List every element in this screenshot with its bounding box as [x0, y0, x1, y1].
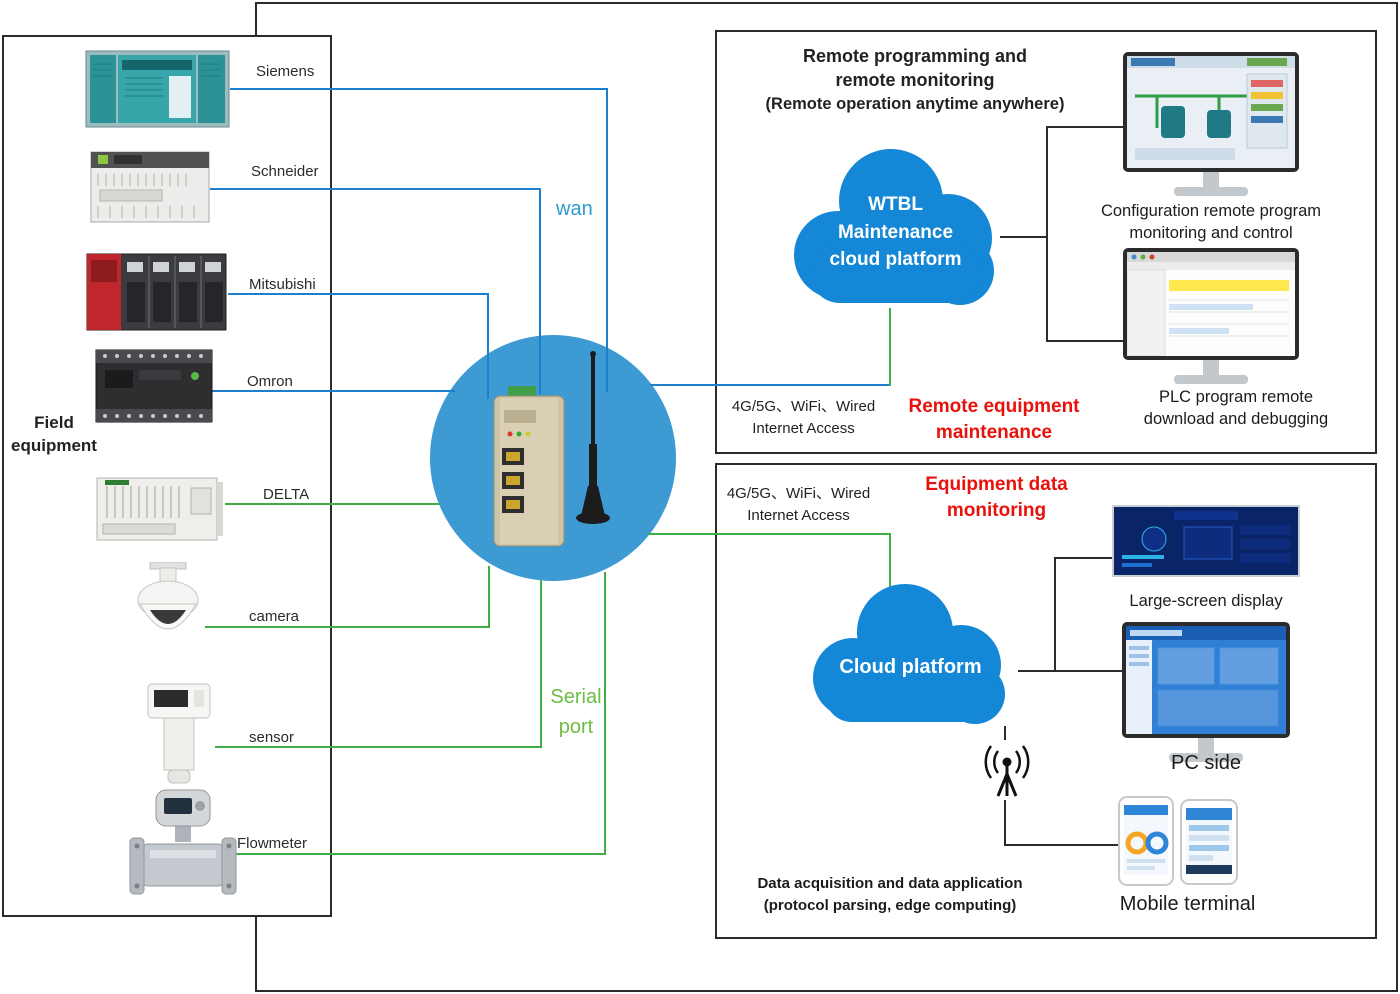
- remote-title-line2: remote monitoring: [835, 70, 995, 91]
- data-cloud-label: Cloud platform: [839, 656, 982, 678]
- serial-line-delta-h: [225, 503, 440, 505]
- wan-line-siemens-h: [230, 88, 608, 90]
- connector-wtbl-cloud-h: [1000, 236, 1048, 238]
- serial-line-flowmeter-h: [235, 853, 606, 855]
- data-cloud: Cloud platform: [798, 580, 1023, 732]
- device-delta: [95, 468, 225, 548]
- connector-data-cloud-h: [1018, 670, 1056, 672]
- monitor-configuration-caption: Configuration remote program monitoring …: [1100, 202, 1322, 243]
- field-equipment-title: Field equipment: [11, 413, 97, 455]
- pc-dashboard-screen: [1126, 626, 1286, 734]
- wan-line-omron-h: [212, 390, 455, 392]
- connector-monitor1-h: [1046, 126, 1124, 128]
- monitor-configuration-base: [1174, 187, 1248, 196]
- connector-antenna-mobile-h: [1004, 844, 1118, 846]
- remote-title-line3: (Remote operation anytime anywhere): [765, 94, 1065, 113]
- serial-line-sensor-v: [540, 580, 542, 748]
- serial-port-label: Serial port: [550, 686, 602, 738]
- data-access-label: 4G/5G、WiFi、Wired Internet Access: [726, 485, 871, 524]
- device-mitsubishi: [85, 248, 228, 336]
- wan-line-to-cloud: [650, 384, 890, 386]
- device-label-sensor: sensor: [249, 729, 295, 746]
- large-screen-display: [1112, 505, 1300, 577]
- remote-panel-title: Remote programming and remote monitoring…: [733, 44, 1097, 115]
- device-label-siemens: Siemens: [256, 63, 315, 80]
- wireless-antenna-icon: [978, 738, 1036, 802]
- device-label-mitsubishi: Mitsubishi: [249, 276, 316, 293]
- connector-cloud-antenna-v: [1004, 726, 1006, 740]
- remote-access-label: 4G/5G、WiFi、Wired Internet Access: [731, 398, 876, 437]
- serial-line-to-data-cloud-h: [648, 533, 891, 535]
- device-label-flowmeter: Flowmeter: [237, 835, 308, 852]
- pc-caption: PC side: [1170, 752, 1242, 774]
- device-siemens: [85, 48, 230, 130]
- device-camera: [128, 562, 208, 657]
- connector-largescreen-h: [1054, 557, 1112, 559]
- remote-maintenance-panel: [715, 30, 1377, 454]
- mobile-phones: [1118, 795, 1243, 887]
- wan-label: wan: [556, 198, 593, 220]
- device-omron: [95, 342, 213, 430]
- connector-wtbl-trunk-v: [1046, 126, 1048, 342]
- monitor-plc-ide-stand: [1203, 360, 1219, 375]
- large-screen-caption: Large-screen display: [1129, 592, 1283, 610]
- monitor-configuration: [1123, 52, 1299, 196]
- connector-monitor2-h: [1046, 340, 1124, 342]
- wan-line-schneider-h: [210, 188, 541, 190]
- device-schneider: [90, 146, 210, 228]
- device-label-schneider: Schneider: [251, 163, 319, 180]
- wtbl-cloud-label: WTBL Maintenance cloud platform: [829, 194, 962, 271]
- connector-data-trunk-v: [1054, 557, 1056, 672]
- device-label-omron: Omron: [247, 373, 293, 390]
- remote-title-line1: Remote programming and: [802, 46, 1028, 66]
- wan-line-mitsubishi-v: [487, 293, 489, 399]
- serial-line-camera-h: [205, 626, 490, 628]
- device-sensor: [142, 678, 217, 786]
- data-monitoring-panel: [715, 463, 1377, 939]
- monitor-configuration-stand: [1203, 172, 1219, 187]
- link-wtbl-cloud-v: [889, 308, 891, 386]
- mobile-caption: Mobile terminal: [1119, 893, 1256, 915]
- device-label-delta: DELTA: [263, 486, 310, 503]
- pc-monitor-stand: [1198, 738, 1214, 753]
- pc-monitor: [1122, 622, 1290, 762]
- serial-line-camera-v: [488, 566, 490, 628]
- serial-line-to-data-cloud-v: [889, 533, 891, 595]
- device-flowmeter: [128, 788, 238, 906]
- pc-monitor-base: [1169, 753, 1243, 762]
- monitor-plc-ide: [1123, 248, 1299, 384]
- pc-monitor-frame: [1122, 622, 1290, 738]
- device-label-camera: camera: [249, 608, 300, 625]
- data-panel-footer: Data acquisition and data application (p…: [757, 875, 1023, 914]
- industrial-router: [486, 348, 676, 553]
- monitor-plc-ide-caption: PLC program remote download and debuggin…: [1143, 388, 1329, 429]
- wan-line-siemens-v: [606, 88, 608, 392]
- large-screen-content: [1114, 507, 1298, 575]
- serial-line-sensor-h: [215, 746, 542, 748]
- connector-antenna-mobile-v: [1004, 800, 1006, 846]
- data-highlight-label: Equipment data monitoring: [925, 474, 1068, 521]
- plc-ide-screen: [1127, 252, 1295, 356]
- remote-highlight-label: Remote equipment maintenance: [908, 396, 1080, 443]
- wan-line-mitsubishi-h: [228, 293, 489, 295]
- monitor-plc-ide-frame: [1123, 248, 1299, 360]
- scada-screen: [1127, 56, 1295, 168]
- connector-pc-h: [1054, 670, 1122, 672]
- wan-line-schneider-v: [539, 188, 541, 394]
- monitor-plc-ide-base: [1174, 375, 1248, 384]
- serial-line-flowmeter-v: [604, 572, 606, 855]
- wtbl-cloud: WTBL Maintenance cloud platform: [788, 143, 1003, 315]
- monitor-configuration-frame: [1123, 52, 1299, 172]
